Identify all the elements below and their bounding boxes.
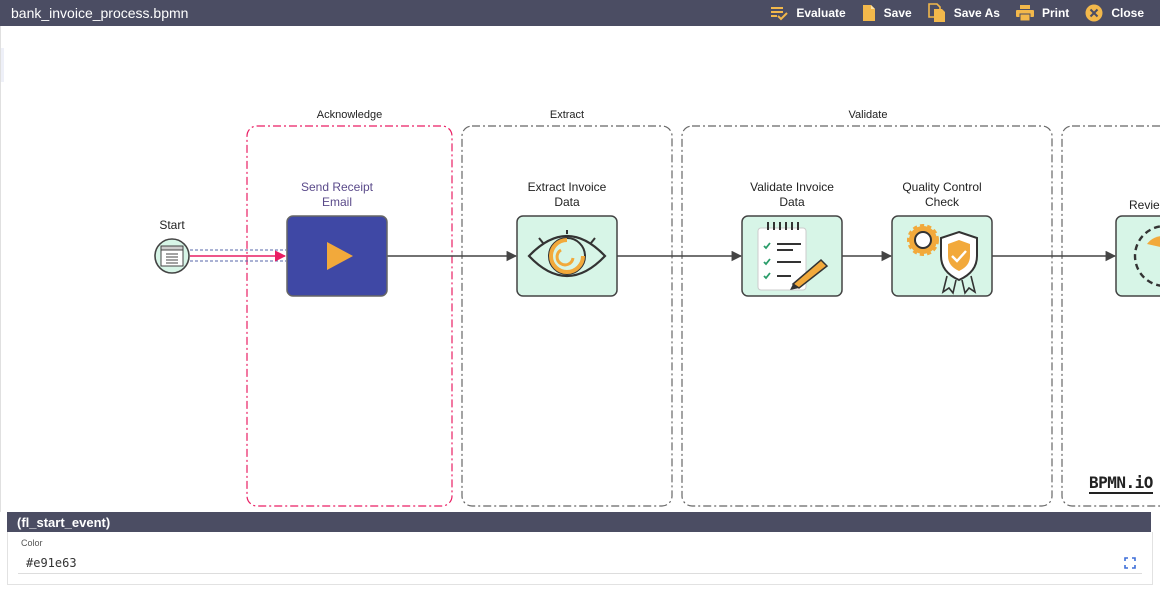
start-label: Start xyxy=(159,218,185,232)
save-label: Save xyxy=(883,6,912,20)
checklist-icon xyxy=(770,5,789,21)
save-as-button[interactable]: Save As xyxy=(927,3,1000,23)
start-event[interactable] xyxy=(154,238,190,274)
flow-start-to-send[interactable] xyxy=(190,249,287,262)
file-title: bank_invoice_process.bpmn xyxy=(11,5,189,21)
title-bar: bank_invoice_process.bpmn Evaluate Save … xyxy=(0,0,1160,26)
element-id: (fl_start_event) xyxy=(17,515,111,530)
color-field-underline xyxy=(18,573,1142,574)
group-validate[interactable] xyxy=(681,125,1053,507)
save-as-label: Save As xyxy=(953,6,1000,20)
task-send-receipt[interactable] xyxy=(286,215,388,297)
evaluate-label: Evaluate xyxy=(796,6,846,20)
review-icon xyxy=(1133,225,1160,287)
close-icon xyxy=(1085,4,1103,22)
toolbar: Evaluate Save Save As Print Close xyxy=(754,0,1144,26)
save-button[interactable]: Save xyxy=(862,4,912,22)
group-acknowledge[interactable] xyxy=(246,125,453,507)
review-label: Revie xyxy=(1129,198,1160,212)
evaluate-button[interactable]: Evaluate xyxy=(770,5,846,21)
group-review[interactable] xyxy=(1061,125,1160,507)
properties-panel-header: (fl_start_event) xyxy=(7,512,1151,532)
copy-file-icon xyxy=(927,3,946,23)
expand-icon[interactable] xyxy=(1124,556,1136,569)
gear-shield-icon xyxy=(907,224,978,295)
color-field-label: Color xyxy=(21,538,43,548)
group-extract[interactable] xyxy=(461,125,673,507)
file-icon xyxy=(862,4,876,22)
quality-control-label: Quality Control Check xyxy=(902,180,982,209)
bpmn-io-logo[interactable]: BPMN.iO xyxy=(1089,473,1153,494)
close-button[interactable]: Close xyxy=(1085,4,1144,22)
print-label: Print xyxy=(1041,6,1070,20)
validate-invoice-label: Validate Invoice Data xyxy=(750,180,834,209)
send-receipt-label: Send Receipt Email xyxy=(300,180,374,209)
lane-label-extract: Extract xyxy=(549,109,585,121)
task-extract-invoice[interactable] xyxy=(516,215,618,297)
eye-icon xyxy=(527,230,607,278)
canvas-edge-marker xyxy=(1,48,4,82)
task-quality-control[interactable] xyxy=(891,215,993,297)
close-label: Close xyxy=(1111,6,1144,20)
diagram-canvas[interactable]: Acknowledge Extract Validate Start Send … xyxy=(0,26,1160,512)
checklist-pencil-icon xyxy=(757,222,829,291)
task-review[interactable] xyxy=(1115,215,1160,297)
play-icon xyxy=(327,242,353,270)
lane-label-acknowledge: Acknowledge xyxy=(316,109,383,121)
printer-icon xyxy=(1015,5,1034,21)
lane-label-validate: Validate xyxy=(848,109,888,121)
extract-invoice-label: Extract Invoice Data xyxy=(527,180,607,209)
bpmn-diagram xyxy=(154,125,1160,507)
document-icon xyxy=(160,245,184,267)
properties-panel: Color #e91e63 xyxy=(7,532,1153,585)
print-button[interactable]: Print xyxy=(1015,5,1070,21)
task-validate-invoice[interactable] xyxy=(741,215,843,297)
color-field-input[interactable]: #e91e63 xyxy=(26,556,77,570)
